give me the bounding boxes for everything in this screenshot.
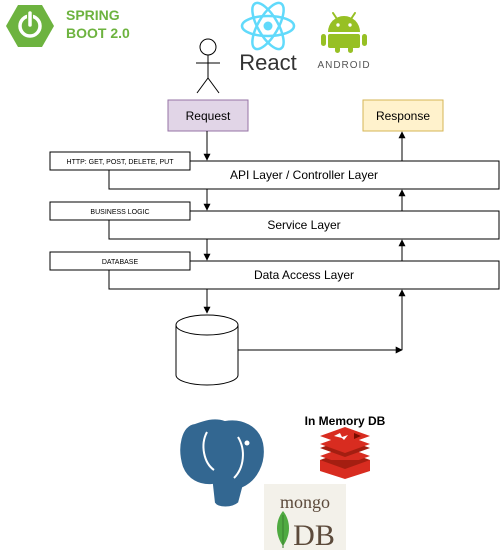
spring-logo-line1: SPRING [66, 7, 120, 23]
user-actor-icon [196, 38, 220, 94]
mongodb-logo: mongo DB [264, 484, 346, 551]
android-robot-icon [321, 12, 367, 53]
service-layer-label: Service Layer [267, 218, 340, 232]
react-atom-icon [240, 1, 296, 51]
response-label: Response [376, 109, 430, 123]
api-layer: API Layer / Controller Layer [108, 160, 500, 190]
android-logo: ANDROID [317, 12, 370, 71]
mongodb-logo-word: mongo [280, 492, 330, 512]
data-access-layer-tag: DATABASE [49, 251, 191, 271]
react-logo: React [239, 1, 297, 75]
mongodb-logo-db: DB [293, 519, 335, 551]
android-logo-text: ANDROID [317, 60, 370, 71]
request-label: Request [186, 109, 231, 123]
api-layer-tag-label: HTTP: GET, POST, DELETE, PUT [67, 159, 175, 166]
in-memory-db-label: In Memory DB [305, 414, 386, 428]
request-box: Request [167, 99, 249, 132]
service-layer-tag-label: BUSINESS LOGIC [90, 209, 149, 216]
api-layer-label: API Layer / Controller Layer [230, 168, 378, 182]
react-logo-text: React [239, 50, 296, 75]
data-access-layer-tag-label: DATABASE [102, 259, 139, 266]
postgresql-elephant-icon [178, 417, 266, 509]
service-layer-tag: BUSINESS LOGIC [49, 201, 191, 221]
spring-logo-line2: BOOT 2.0 [66, 25, 130, 41]
database-cylinder-icon [175, 314, 239, 386]
api-layer-tag: HTTP: GET, POST, DELETE, PUT [49, 151, 191, 171]
redis-logo-icon [320, 427, 370, 479]
spring-boot-logo: SPRING BOOT 2.0 [6, 5, 130, 47]
response-box: Response [362, 99, 444, 132]
response-flow-arrows [238, 131, 406, 354]
data-access-layer-label: Data Access Layer [254, 268, 354, 282]
